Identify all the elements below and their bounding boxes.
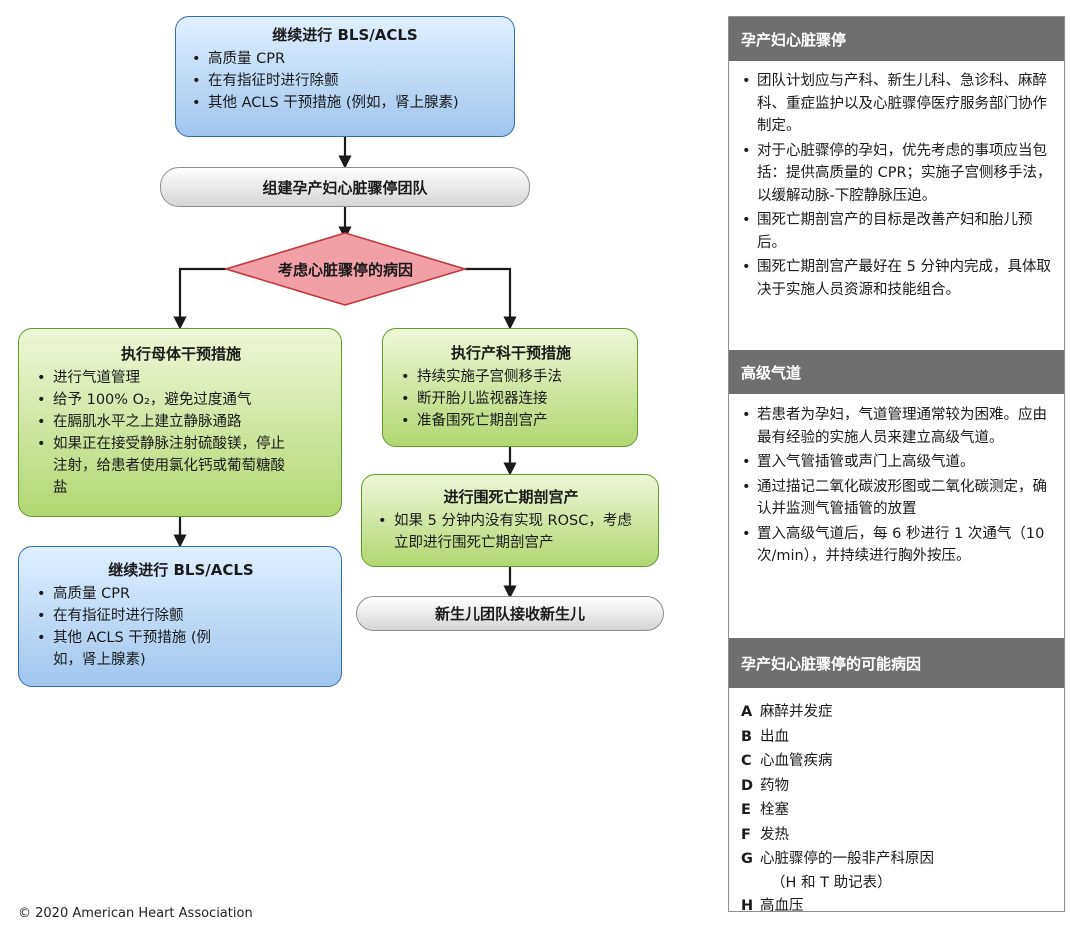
copyright-text: © 2020 American Heart Association [18, 906, 253, 921]
section-maternal-arrest: 团队计划应与产科、新生儿科、急诊科、麻醉科、重症监护以及心脏骤停医疗服务部门协作… [729, 61, 1064, 350]
list-item: 通过描记二氧化碳波形图或二氧化碳测定，确认并监测气管插管的放置 [741, 476, 1052, 521]
cause-letter: C [741, 753, 752, 769]
section-possible-causes: A 麻醉并发症 B 出血 C 心血管疾病 D 药物 E 栓塞 F 发热 G 心脏骤停的一般非产… [729, 688, 1064, 918]
cause-item: D 药物 [741, 774, 1052, 799]
list-item: 高质量 CPR [35, 583, 327, 605]
list-item: 如果正在接受静脉注射硫酸镁，停止注射，给患者使用氯化钙或葡萄糖酸盐 [35, 433, 327, 499]
list-item: 置入气管插管或声门上高级气道。 [741, 451, 1052, 474]
cause-item: B 出血 [741, 725, 1052, 750]
cause-text: 心脏骤停的一般非产科原因 [760, 851, 934, 867]
cause-text: 麻醉并发症 [760, 704, 833, 720]
pill-label: 新生儿团队接收新生儿 [434, 605, 585, 623]
cause-text: 药物 [760, 777, 789, 794]
cause-text: 栓塞 [760, 802, 789, 818]
box-title: 继续进行 BLS/ACLS [108, 561, 254, 579]
section-header-possible-causes: 孕产妇心脏骤停的可能病因 [729, 638, 1064, 688]
list-item: 在有指征时进行除颤 [35, 605, 327, 627]
box-title: 进行围死亡期剖宫产 [443, 488, 579, 506]
cause-item: H 高血压 [741, 894, 1052, 919]
cause-text: 发热 [760, 826, 789, 843]
list-item: 断开胎儿监视器连接 [399, 388, 623, 410]
cause-letter: A [741, 704, 753, 720]
list-item: 若患者为孕妇，气道管理通常较为困难。应由最有经验的实施人员来建立高级气道。 [741, 404, 1052, 449]
box-title: 继续进行 BLS/ACLS [272, 26, 418, 44]
cause-letter: G [741, 851, 753, 867]
cause-text: 高血压 [760, 897, 804, 914]
continue-bls-acls-box-top: 继续进行 BLS/ACLS 高质量 CPR 在有指征时进行除颤 其他 ACLS … [175, 16, 515, 137]
obstetric-interventions-box: 执行产科干预措施 持续实施子宫侧移手法 断开胎儿监视器连接 准备围死亡期剖宫产 [382, 328, 638, 447]
cause-text: 出血 [760, 728, 789, 745]
continue-bls-acls-box-bottom: 继续进行 BLS/ACLS 高质量 CPR 在有指征时进行除颤 其他 ACLS … [18, 546, 342, 687]
box-title: 执行母体干预措施 [120, 345, 241, 363]
perimortem-cesarean-box: 进行围死亡期剖宫产 如果 5 分钟内没有实现 ROSC，考虑立即进行围死亡期剖宫… [361, 474, 659, 567]
maternal-interventions-box: 执行母体干预措施 进行气道管理 给予 100% O₂，避免过度通气 在膈肌水平之… [18, 328, 342, 517]
list-item: 对于心脏骤停的孕妇，优先考虑的事项应当包括：提供高质量的 CPR；实施子宫侧移手… [741, 140, 1052, 208]
cause-subtext: （H 和 T 助记表） [771, 874, 892, 891]
info-panel: 孕产妇心脏骤停 团队计划应与产科、新生儿科、急诊科、麻醉科、重症监护以及心脏骤停… [728, 16, 1065, 914]
list-item: 围死亡期剖宫产的目标是改善产妇和胎儿预后。 [741, 209, 1052, 254]
cause-letter: H [741, 897, 754, 914]
cause-item: A 麻醉并发症 [741, 700, 1052, 725]
consider-causes-decision: 考虑心脏骤停的病因 [226, 250, 465, 288]
cause-item: E 栓塞 [741, 798, 1052, 823]
cause-letter: D [741, 777, 754, 794]
list-item: 在有指征时进行除颤 [190, 70, 500, 92]
newborn-team-pill: 新生儿团队接收新生儿 [356, 596, 664, 631]
section-header-advanced-airway: 高级气道 [729, 350, 1064, 394]
cause-letter: E [741, 802, 751, 818]
cause-letter: B [741, 728, 753, 745]
box-title: 执行产科干预措施 [450, 344, 571, 362]
cause-item: C 心血管疾病 [741, 749, 1052, 774]
decision-label: 考虑心脏骤停的病因 [277, 260, 413, 279]
section-advanced-airway: 若患者为孕妇，气道管理通常较为困难。应由最有经验的实施人员来建立高级气道。 置入… [729, 394, 1064, 638]
list-item: 其他 ACLS 干预措施 (例如，肾上腺素) [35, 627, 327, 671]
section-header-maternal-arrest: 孕产妇心脏骤停 [729, 17, 1064, 61]
list-item: 高质量 CPR [190, 48, 500, 70]
list-item: 持续实施子宫侧移手法 [399, 366, 623, 388]
list-item: 其他 ACLS 干预措施 (例如，肾上腺素) [190, 92, 500, 114]
arrow-diamond-to-obstetric [465, 267, 517, 330]
assemble-team-pill: 组建孕产妇心脏骤停团队 [160, 167, 530, 207]
pill-label: 组建孕产妇心脏骤停团队 [262, 178, 428, 197]
list-item: 置入高级气道后，每 6 秒进行 1 次通气（10 次/min），并持续进行胸外按… [741, 523, 1052, 568]
list-item: 团队计划应与产科、新生儿科、急诊科、麻醉科、重症监护以及心脏骤停医疗服务部门协作… [741, 70, 1052, 138]
list-item: 如果 5 分钟内没有实现 ROSC，考虑立即进行围死亡期剖宫产 [376, 510, 646, 554]
list-item: 给予 100% O₂，避免过度通气 [35, 389, 327, 411]
list-item: 进行气道管理 [35, 367, 327, 389]
cause-text: 心血管疾病 [760, 753, 833, 769]
cause-item: G 心脏骤停的一般非产科原因 （H 和 T 助记表） [741, 847, 1052, 894]
cause-letter: F [741, 826, 751, 843]
list-item: 准备围死亡期剖宫产 [399, 410, 623, 432]
arrow-diamond-to-maternal [173, 267, 226, 330]
cause-item: F 发热 [741, 823, 1052, 848]
list-item: 围死亡期剖宫产最好在 5 分钟内完成，具体取决于实施人员资源和技能组合。 [741, 256, 1052, 301]
list-item: 在膈肌水平之上建立静脉通路 [35, 411, 327, 433]
